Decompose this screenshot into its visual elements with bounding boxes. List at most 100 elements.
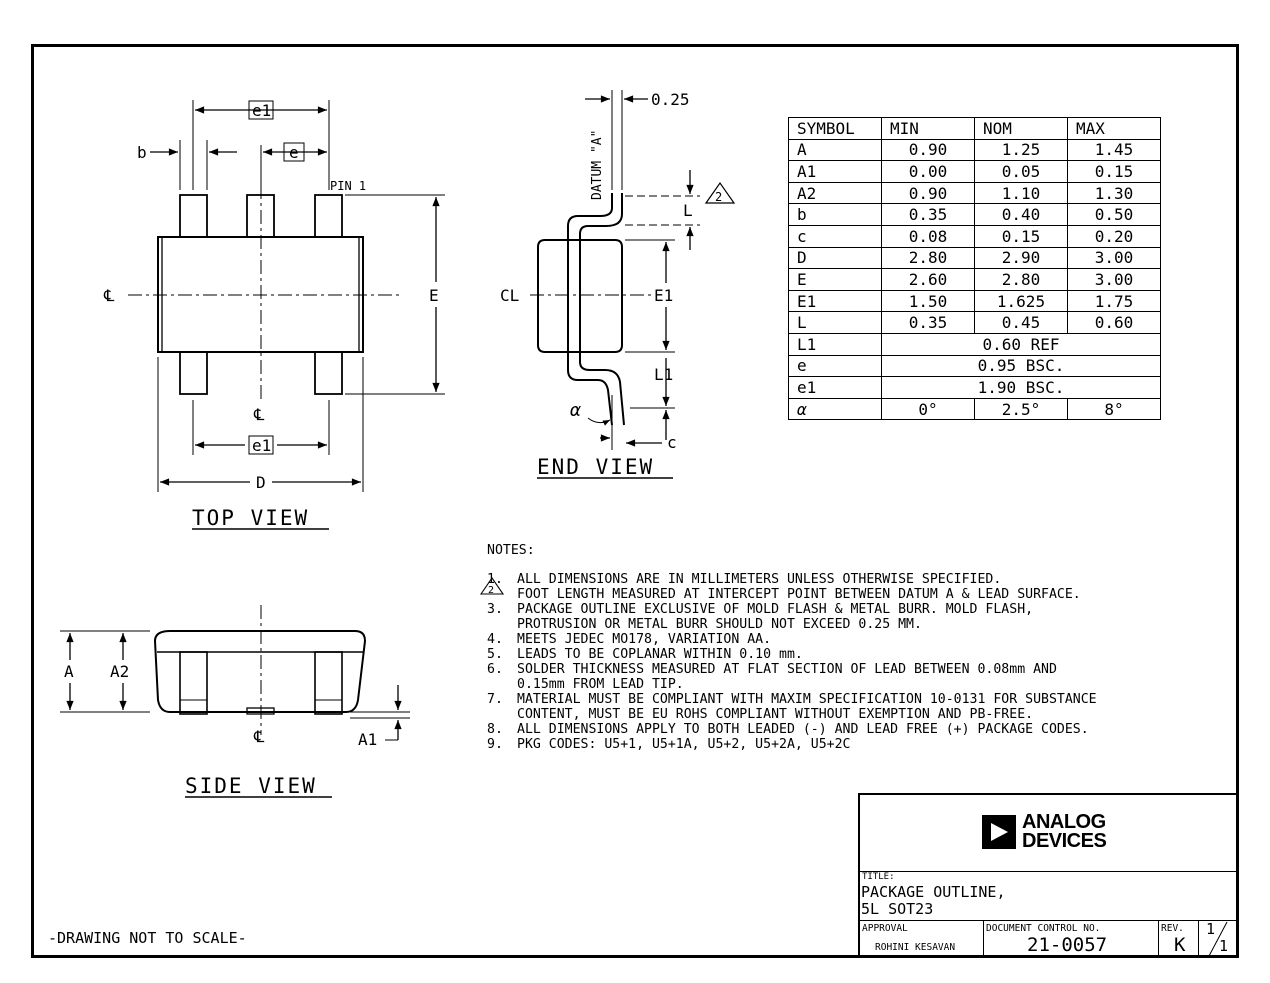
top-view (128, 100, 445, 530)
note-line: 1. ALL DIMENSIONS ARE IN MILLIMETERS UNLE… (487, 572, 1097, 587)
cell-nom: 0.05 (974, 160, 1068, 183)
note-line: PROTRUSION OR METAL BURR SHOULD NOT EXCE… (487, 617, 1097, 632)
note2-flag-icon (479, 577, 505, 595)
cell-symbol: A (788, 138, 882, 162)
cell-symbol: b (788, 203, 882, 226)
label-flag-2: 2 (715, 190, 722, 204)
cell-symbol: E1 (788, 289, 882, 313)
title-block (858, 793, 1239, 958)
cell-nom: 0.40 (974, 203, 1068, 226)
end-lead-inner (579, 193, 625, 426)
note-text: MATERIAL MUST BE COMPLIANT WITH MAXIM SP… (517, 692, 1097, 707)
title-line-1: PACKAGE OUTLINE, (861, 883, 1006, 901)
label-E1: E1 (654, 286, 673, 305)
cell-min: 0.00 (881, 160, 975, 183)
title-divider (858, 871, 1239, 873)
note-line: 0.15mm FROM LEAD TIP. (487, 677, 1097, 692)
cell-min: 2.60 (881, 268, 975, 291)
note-line: 3. PACKAGE OUTLINE EXCLUSIVE OF MOLD FLAS… (487, 602, 1097, 617)
label-e1-bottom: e1 (252, 436, 271, 455)
doc-control-number: 21-0057 (1027, 934, 1108, 956)
cell-symbol: L1 (788, 332, 882, 356)
label-b: b (137, 143, 147, 162)
bottom-lead-2 (314, 351, 343, 395)
approval-divider (858, 920, 1239, 922)
rev-value: K (1174, 934, 1186, 956)
rev-label: REV. (1161, 923, 1184, 934)
side-view-title: SIDE VIEW (185, 774, 317, 798)
cell-nom: 0.45 (974, 311, 1068, 334)
notes-header: NOTES: (487, 543, 535, 558)
end-view (530, 90, 736, 479)
cell-max: 1.45 (1067, 138, 1161, 162)
cell-max: 3.00 (1067, 246, 1161, 270)
label-025: 0.25 (651, 90, 690, 109)
cell-symbol: L (788, 311, 882, 334)
title-block-outline (858, 793, 1239, 958)
title-line-2: 5L SOT23 (861, 900, 934, 918)
label-centerline-top: ℄ (103, 286, 115, 305)
note-text: SOLDER THICKNESS MEASURED AT FLAT SECTIO… (517, 662, 1057, 677)
note-line: 8.ALL DIMENSIONS APPLY TO BOTH LEADED (-… (487, 722, 1097, 737)
cell-nom: 0.15 (974, 224, 1068, 248)
cell-symbol: A1 (788, 160, 882, 183)
cell-min: 0° (881, 397, 975, 421)
end-view-title: END VIEW (537, 455, 654, 479)
cell-max: 1.75 (1067, 289, 1161, 313)
note-text: CONTENT, MUST BE EU ROHS COMPLIANT WITHO… (517, 707, 1034, 722)
table-header-row: SYMBOL MIN NOM MAX (788, 117, 1161, 140)
cell-span-value: 0.95 BSC. (881, 354, 1161, 378)
note-text: ALL DIMENSIONS APPLY TO BOTH LEADED (-) … (517, 722, 1089, 737)
label-L1: L1 (654, 365, 673, 384)
note-number: 1. (487, 572, 503, 587)
note-number: 5. (487, 647, 503, 662)
cell-max: 0.20 (1067, 224, 1161, 248)
cell-span-value: 0.60 REF (881, 332, 1161, 356)
cell-max: 0.15 (1067, 160, 1161, 183)
cell-symbol: A2 (788, 181, 882, 205)
note-text: LEADS TO BE COPLANAR WITHIN 0.10 mm. (517, 647, 803, 662)
cell-min: 0.90 (881, 138, 975, 162)
label-c: c (667, 433, 677, 452)
label-e1-top: e1 (252, 101, 271, 120)
top-view-title: TOP VIEW (192, 506, 309, 530)
note-line: 9.PKG CODES: U5+1, U5+1A, U5+2, U5+2A, U… (487, 737, 1097, 752)
label-A1: A1 (358, 730, 377, 749)
cell-min: 0.90 (881, 181, 975, 205)
cell-nom: 1.10 (974, 181, 1068, 205)
note-line: 5. LEADS TO BE COPLANAR WITHIN 0.10 mm. (487, 647, 1097, 662)
cell-symbol: E (788, 268, 882, 291)
note-text: PACKAGE OUTLINE EXCLUSIVE OF MOLD FLASH … (517, 602, 1034, 617)
approval-name: ROHINI KESAVAN (875, 942, 956, 953)
not-to-scale-note: -DRAWING NOT TO SCALE- (48, 929, 247, 947)
cell-symbol: α (788, 397, 882, 421)
cell-min: 0.35 (881, 203, 975, 226)
note-number: 7. (487, 692, 503, 707)
cell-max: 0.60 (1067, 311, 1161, 334)
header-symbol: SYMBOL (788, 117, 882, 140)
cell-max: 0.50 (1067, 203, 1161, 226)
cell-span-value: 1.90 BSC. (881, 376, 1161, 399)
note-number: 3. (487, 602, 503, 617)
top-lead-3 (314, 194, 343, 238)
logo-line-2: DEVICES (1022, 830, 1107, 852)
note-text: ALL DIMENSIONS ARE IN MILLIMETERS UNLESS… (517, 572, 1002, 587)
cell-nom: 2.80 (974, 268, 1068, 291)
notes-section: NOTES: 1. ALL DIMENSIONS ARE IN MILLIMETE… (487, 543, 1097, 752)
cell-divider (983, 920, 985, 958)
cell-min: 0.35 (881, 311, 975, 334)
label-centerline-top-bottom: ℄ (253, 405, 265, 424)
cell-symbol: e (788, 354, 882, 378)
side-view (60, 605, 410, 798)
